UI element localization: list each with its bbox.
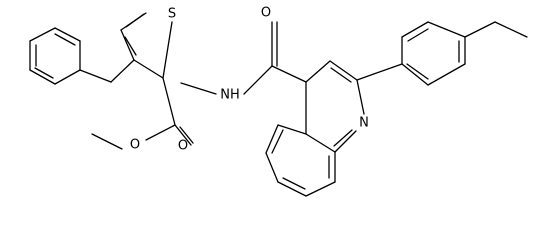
sulfur-label: S [168, 7, 176, 22]
bond [133, 59, 164, 79]
bond [265, 152, 279, 183]
bond [277, 181, 307, 197]
amide-oxygen-label: O [261, 6, 271, 21]
bond-inner [34, 67, 54, 79]
bond [427, 63, 466, 86]
bond [54, 27, 81, 42]
ethylphenyl-ring [356, 21, 466, 86]
bond-inner [406, 63, 429, 80]
bond [305, 60, 331, 83]
molecule-diagram: S NH O N O O [29, 6, 528, 197]
bond [305, 181, 336, 197]
amide-linker [180, 21, 307, 95]
bond [427, 21, 466, 38]
thiophene-ring [79, 12, 173, 83]
bond [277, 124, 307, 135]
ethyl-group [464, 21, 528, 38]
bond [174, 124, 192, 146]
ester-ether-oxygen-label: O [130, 138, 140, 153]
bond [464, 21, 496, 38]
bond-inner [407, 28, 429, 42]
bond [162, 77, 176, 126]
bond [271, 65, 307, 83]
bond [79, 69, 112, 83]
bond-inner [333, 129, 353, 147]
bond [180, 82, 217, 95]
bond [243, 65, 273, 95]
bond [29, 69, 56, 85]
bond [29, 27, 56, 42]
amide-nitrogen-label: NH [220, 88, 240, 103]
bond [401, 21, 429, 38]
quinoline-pyridine-ring [305, 60, 365, 153]
bond [494, 21, 528, 38]
quinoline-benzo-ring [265, 124, 336, 197]
bond [179, 126, 194, 144]
bond [265, 124, 279, 154]
quinoline-nitrogen-label: N [359, 116, 369, 131]
bond [401, 63, 429, 86]
bond [305, 133, 336, 153]
atom-labels: S NH O N O O [130, 6, 369, 154]
bond [120, 29, 135, 61]
phenyl-ring [29, 27, 81, 85]
bond [329, 60, 358, 81]
bond-inner [125, 13, 145, 28]
bond [334, 130, 357, 153]
bond-inner [124, 36, 137, 56]
bond-inner [271, 129, 284, 154]
bond [145, 124, 176, 141]
bond-inner [54, 33, 76, 46]
methyl-ester [91, 77, 194, 150]
ester-carbonyl-oxygen-label: O [178, 139, 188, 154]
bond [110, 59, 135, 83]
bond [356, 63, 403, 81]
bond-inner [282, 177, 306, 190]
bond [54, 69, 81, 85]
bond [356, 79, 365, 115]
bond [162, 21, 173, 79]
structure-canvas: S NH O N O O [29, 6, 528, 197]
bond [91, 133, 123, 150]
bond-inner [330, 67, 352, 83]
